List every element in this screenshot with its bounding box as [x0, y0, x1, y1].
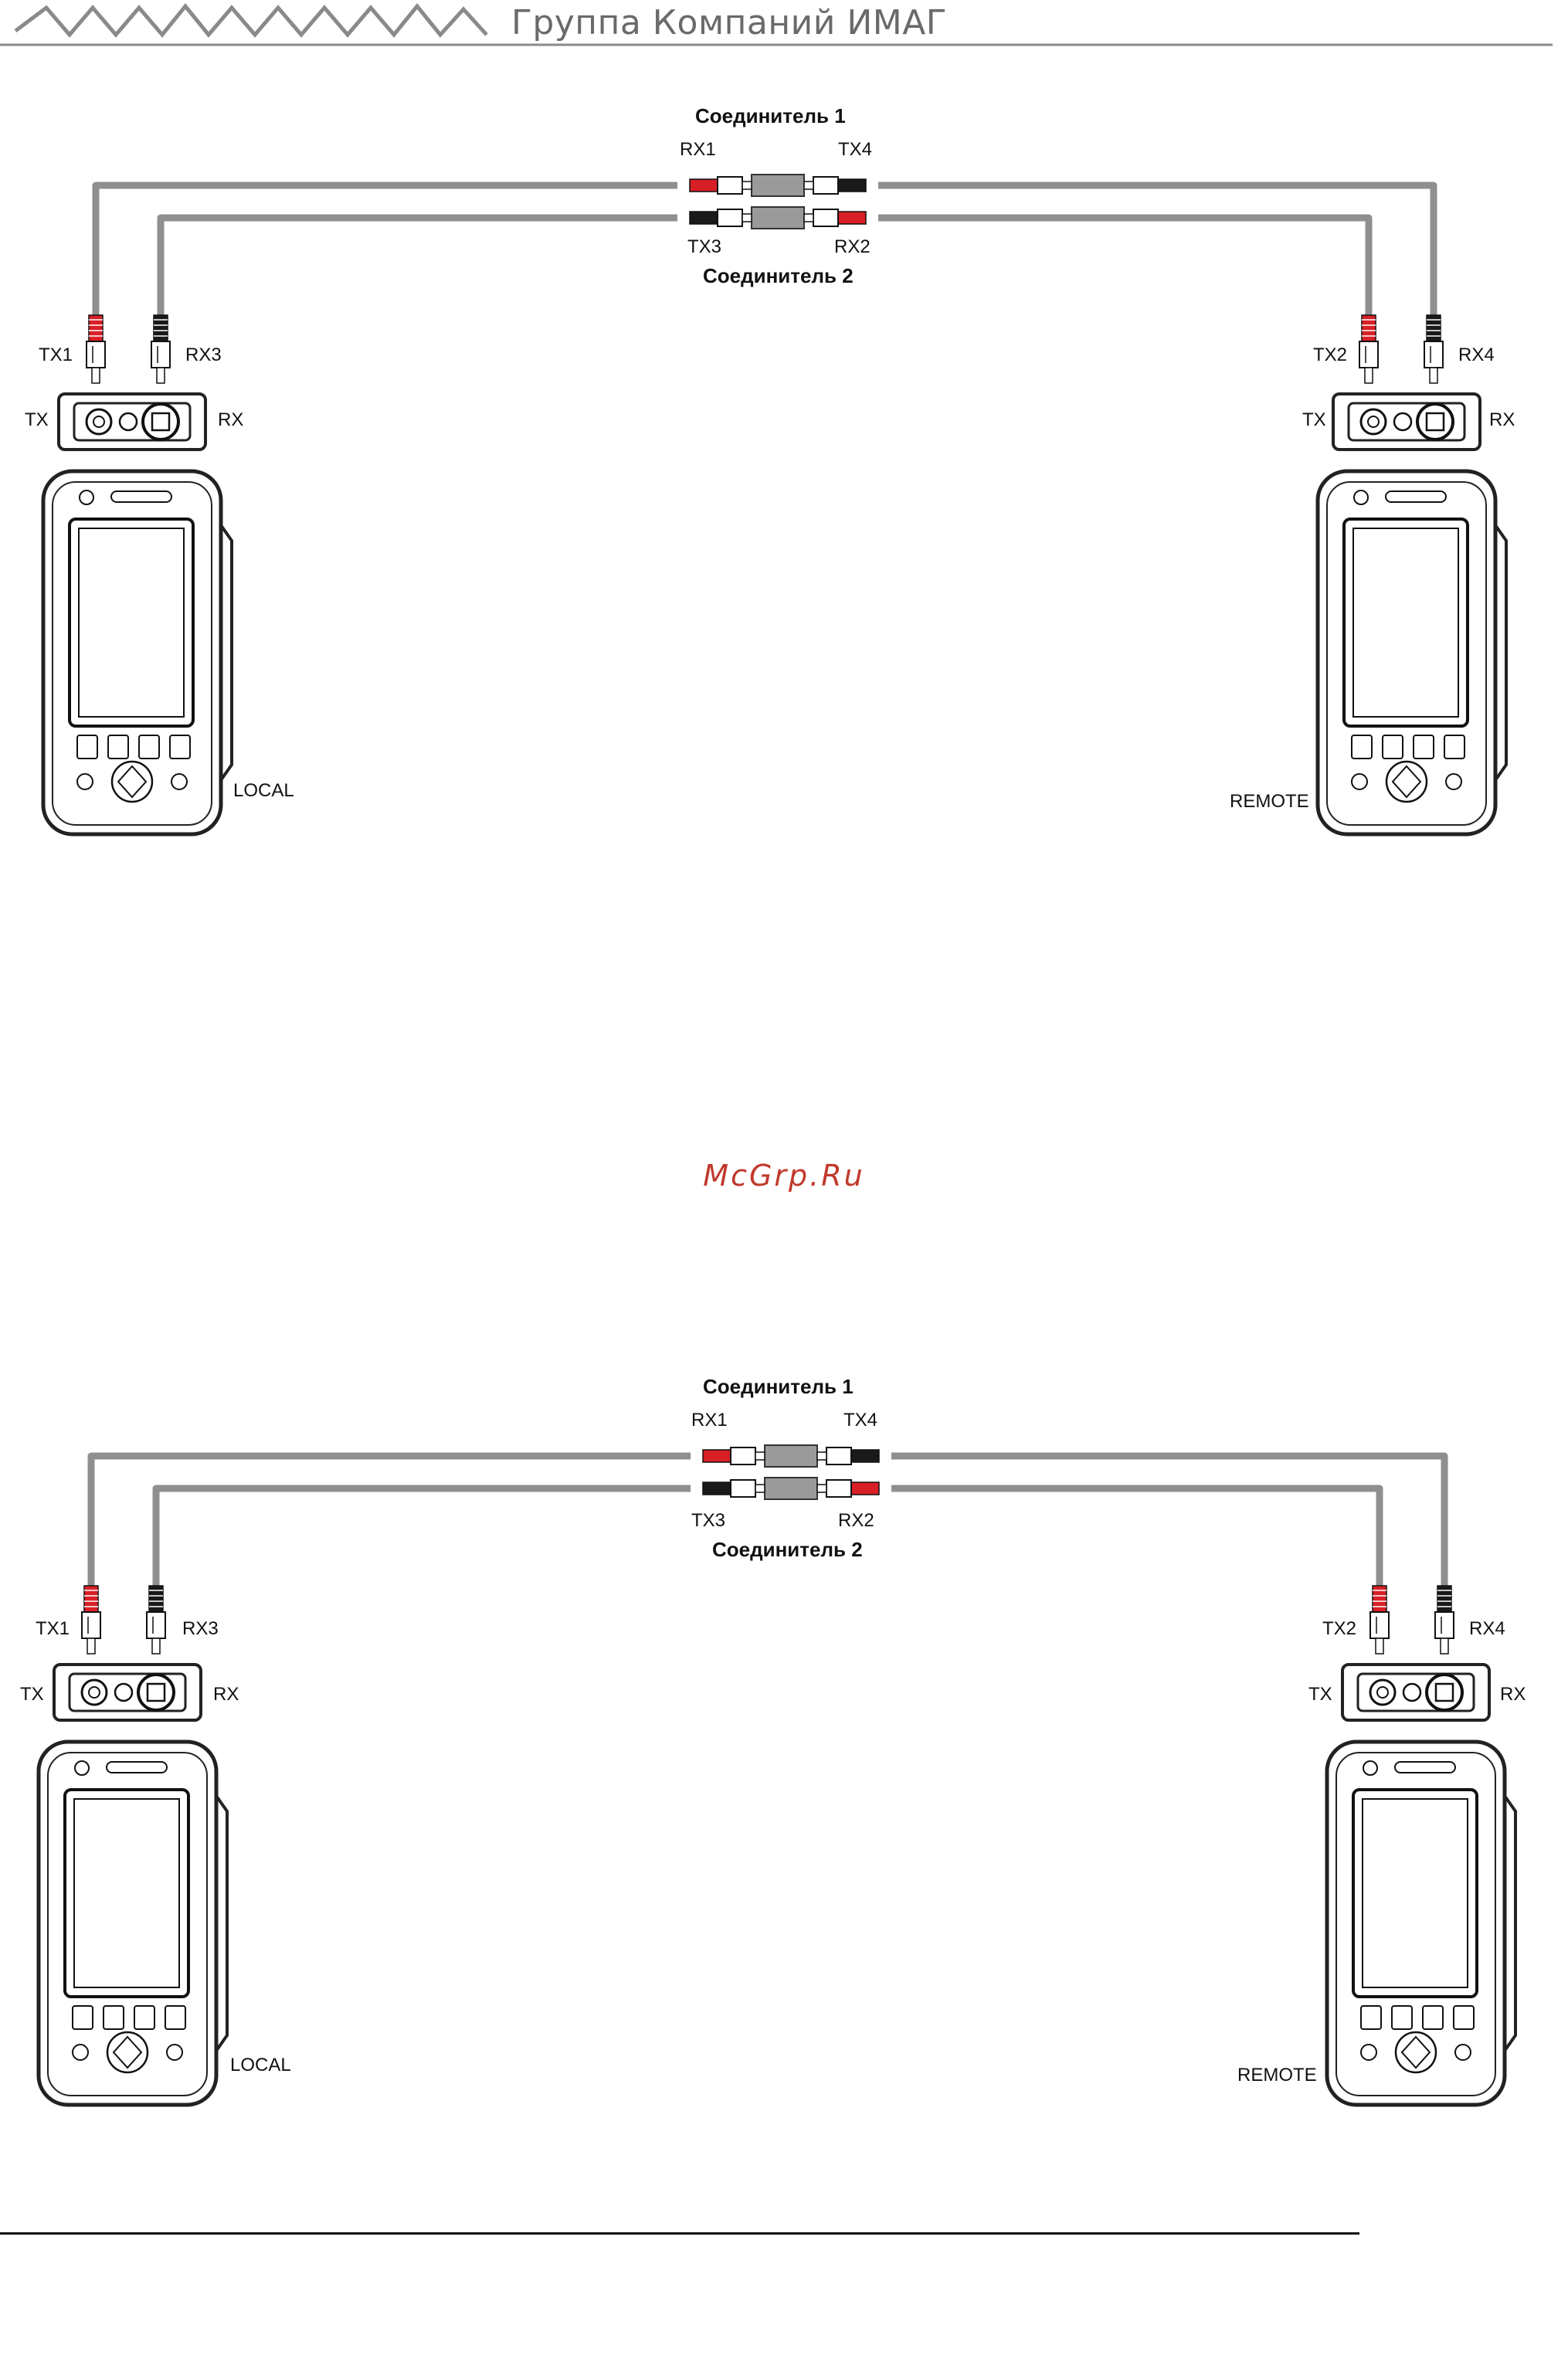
cable-tx2 — [891, 1488, 1380, 1587]
rx4-plug — [1435, 1586, 1454, 1654]
rx2-label: RX2 — [838, 1510, 874, 1532]
local-rx-label: RX — [218, 409, 243, 431]
rx2-plug — [817, 1480, 879, 1497]
brand-name: Группа Компаний ИМАГ — [511, 3, 947, 42]
local-rx-label: RX — [213, 1684, 239, 1705]
tx3-label: TX3 — [687, 236, 721, 258]
tx1-label: TX1 — [39, 344, 73, 366]
tx4-plug — [804, 177, 866, 194]
coupler-1 — [765, 1445, 817, 1467]
tx3-plug — [690, 209, 752, 226]
function-key — [170, 735, 190, 759]
footer-rule — [0, 2232, 1359, 2235]
function-key — [1361, 2006, 1381, 2029]
rx4-label: RX4 — [1469, 1618, 1505, 1640]
remote-device-label: REMOTE — [1237, 2065, 1317, 2086]
connection-diagram-2: Соединитель 1 RX1 TX4 TX3 RX2 Соединител… — [0, 1356, 1568, 2221]
diagram-graphic — [0, 85, 1568, 950]
page-header: Группа Компаний ИМАГ — [0, 0, 1568, 70]
rx3-label: RX3 — [185, 344, 222, 366]
cable-tx1 — [91, 1456, 691, 1587]
local-tx-label: TX — [25, 409, 49, 431]
function-key — [1414, 735, 1434, 759]
function-key — [73, 2006, 93, 2029]
function-key — [134, 2006, 154, 2029]
remote-tx-label: TX — [1302, 409, 1326, 431]
tx1-label: TX1 — [36, 1618, 70, 1640]
local-device-label: LOCAL — [230, 2055, 291, 2076]
function-key — [77, 735, 97, 759]
function-key — [165, 2006, 185, 2029]
coupler-2 — [765, 1478, 817, 1499]
remote-rx-label: RX — [1500, 1684, 1526, 1705]
coupler-1 — [752, 175, 804, 196]
local-device-label: LOCAL — [233, 780, 294, 802]
rx1-plug — [703, 1448, 765, 1465]
rx3-label: RX3 — [182, 1618, 219, 1640]
function-key — [104, 2006, 124, 2029]
cable-tx2 — [878, 218, 1369, 317]
rx3-plug — [147, 1586, 165, 1654]
tx4-plug — [817, 1448, 879, 1465]
function-key — [1352, 735, 1372, 759]
rx1-label: RX1 — [691, 1410, 728, 1431]
local-tx-label: TX — [20, 1684, 44, 1705]
coupler-2-label: Соединитель 2 — [703, 264, 854, 288]
tx2-label: TX2 — [1322, 1618, 1356, 1640]
tx2-label: TX2 — [1313, 344, 1347, 366]
coupler-2-label: Соединитель 2 — [712, 1538, 863, 1562]
cable-rx3 — [156, 1488, 691, 1587]
cable-rx4 — [878, 185, 1434, 317]
function-key — [1392, 2006, 1412, 2029]
rx1-label: RX1 — [680, 139, 716, 161]
tx1-plug — [82, 1586, 100, 1654]
rx2-label: RX2 — [834, 236, 871, 258]
tx2-plug — [1370, 1586, 1389, 1654]
tx4-label: TX4 — [838, 139, 872, 161]
function-key — [108, 735, 128, 759]
connection-diagram-1: Соединитель 1 RX1 TX4 TX3 RX2 Соединител… — [0, 85, 1568, 950]
diagram-graphic — [0, 1356, 1568, 2221]
local-device — [39, 1665, 227, 2105]
cable-rx3 — [161, 218, 677, 317]
rx3-plug — [151, 315, 170, 383]
cable-rx4 — [891, 1456, 1444, 1587]
remote-device-label: REMOTE — [1230, 791, 1309, 813]
function-key — [1423, 2006, 1443, 2029]
rx1-plug — [690, 177, 752, 194]
remote-device — [1318, 394, 1506, 834]
tx4-label: TX4 — [843, 1410, 877, 1431]
cable-tx1 — [96, 185, 677, 317]
coupler-2 — [752, 207, 804, 229]
function-key — [1444, 735, 1464, 759]
function-key — [1383, 735, 1403, 759]
function-key — [139, 735, 159, 759]
remote-tx-label: TX — [1308, 1684, 1332, 1705]
tx1-plug — [87, 315, 105, 383]
rx2-plug — [804, 209, 866, 226]
function-key — [1454, 2006, 1474, 2029]
local-device — [43, 394, 232, 834]
coupler-1-label: Соединитель 1 — [695, 104, 846, 128]
remote-rx-label: RX — [1489, 409, 1515, 431]
coupler-1-label: Соединитель 1 — [703, 1375, 854, 1399]
watermark: McGrp.Ru — [0, 1159, 1568, 1193]
tx3-plug — [703, 1480, 765, 1497]
rx4-label: RX4 — [1458, 344, 1495, 366]
tx3-label: TX3 — [691, 1510, 725, 1532]
rx4-plug — [1424, 315, 1443, 383]
tx2-plug — [1359, 315, 1378, 383]
remote-device — [1327, 1665, 1515, 2105]
